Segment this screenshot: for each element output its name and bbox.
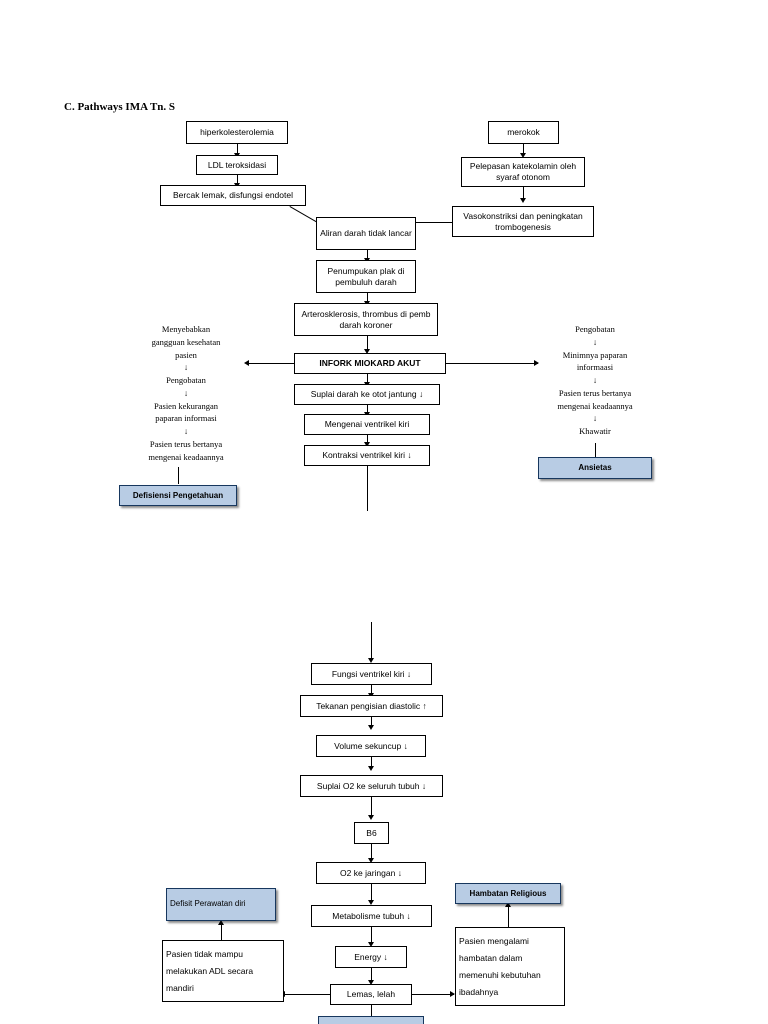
node-vasokonstriksi: Vasokonstriksi dan peningkatan trombogen… xyxy=(452,206,594,237)
node-aterosklerosis: Arterosklerosis, thrombus di pemb darah … xyxy=(294,303,438,336)
connector-infark-left xyxy=(248,363,294,364)
connector-suplai-mengenai xyxy=(367,405,368,414)
connector-kontraksi-pagebreak xyxy=(367,466,368,511)
node-b6: B6 xyxy=(354,822,389,844)
connector-merokok-pelepasan xyxy=(523,144,524,155)
connector-ldl-bercak xyxy=(237,175,238,185)
node-merokok: merokok xyxy=(488,121,559,144)
arrow-down-kontraksi xyxy=(363,442,370,447)
node-suplai-o2-tubuh: Suplai O2 ke seluruh tubuh ↓ xyxy=(300,775,443,797)
diagnosis-hambatan-religious: Hambatan Religious xyxy=(455,883,561,904)
connector-lemas-next xyxy=(371,1005,372,1016)
connector-b6-o2-jaringan xyxy=(371,844,372,860)
connector-energy-lemas xyxy=(371,968,372,982)
connector-pelepasan-vasokonstriksi xyxy=(523,187,524,200)
connector-lemas-left xyxy=(284,994,330,995)
arrow-right-chain xyxy=(534,359,539,366)
left-text-chain: Menyebabkan gangguan kesehatan pasien ↓ … xyxy=(148,324,224,462)
node-bercak-lemak: Bercak lemak, disfungsi endotel xyxy=(160,185,306,206)
connector-hiperkolesterolemia-ldl xyxy=(237,144,238,155)
arrow-down-metabolisme xyxy=(367,900,374,905)
diagnosis-next-partial xyxy=(318,1016,424,1024)
connector-leftchain-defisiensi xyxy=(178,467,179,484)
arrow-down-volume xyxy=(367,725,374,730)
connector-volume-suplai-o2 xyxy=(371,757,372,768)
arrow-down-b6 xyxy=(367,815,374,820)
connector-o2-metabolisme xyxy=(371,884,372,902)
arrow-up-hambatan xyxy=(504,902,511,907)
arrow-down-pelepasan xyxy=(519,153,526,158)
connector-metabolisme-energy xyxy=(371,927,372,944)
arrow-down-vasokonstriksi xyxy=(519,198,526,203)
connector-tekanan-volume xyxy=(371,717,372,727)
node-penumpukan-plak: Penumpukan plak di pembuluh darah xyxy=(316,260,416,293)
arrow-down-o2-jaringan xyxy=(367,858,374,863)
node-tekanan-pengisian: Tekanan pengisian diastolic ↑ xyxy=(300,695,443,717)
node-infark-miokard-akut: INFORK MIOKARD AKUT xyxy=(294,353,446,374)
node-volume-sekuncup: Volume sekuncup ↓ xyxy=(316,735,426,757)
connector-defisit-adl xyxy=(221,922,222,940)
diagnosis-defisit-perawatan-diri: Defisit Perawatan diri xyxy=(166,888,276,921)
node-aliran-darah: Aliran darah tidak lancar xyxy=(316,217,416,250)
connector-infark-suplai xyxy=(367,374,368,384)
connector-penumpukan-aterosklerosis xyxy=(367,293,368,303)
connector-aterosklerosis-infark xyxy=(367,336,368,352)
node-o2-ke-jaringan: O2 ke jaringan ↓ xyxy=(316,862,426,884)
arrow-down-fungsi xyxy=(367,658,374,663)
connector-suplai-o2-b6 xyxy=(371,797,372,817)
arrow-down-suplai-o2 xyxy=(367,766,374,771)
right-text-chain: Pengobatan ↓ Minimnya paparan informaasi… xyxy=(557,324,633,436)
node-mengenai-ventrikel-kiri: Mengenai ventrikel kiri xyxy=(304,414,430,435)
connector-aliran-penumpukan xyxy=(367,250,368,260)
node-suplai-darah-jantung: Suplai darah ke otot jantung ↓ xyxy=(294,384,440,405)
arrow-down-energy xyxy=(367,942,374,947)
node-hiperkolesterolemia: hiperkolesterolemia xyxy=(186,121,288,144)
diagnosis-ansietas: Ansietas xyxy=(538,457,652,479)
node-pasien-hambatan-ibadah: Pasien mengalami hambatan dalam memenuhi… xyxy=(455,927,565,1006)
node-ldl-teroksidasi: LDL teroksidasi xyxy=(196,155,278,175)
arrow-up-defisit xyxy=(217,920,224,925)
page-title: C. Pathways IMA Tn. S xyxy=(64,101,176,113)
connector-rightchain-ansietas xyxy=(595,443,596,457)
connector-pagebreak-fungsi xyxy=(371,622,372,660)
connector-vasokonstriksi-aliran xyxy=(415,222,453,223)
node-pasien-tidak-mampu-adl: Pasien tidak mampu melakukan ADL secara … xyxy=(162,940,284,1002)
connector-infark-right xyxy=(446,363,538,364)
diagnosis-defisiensi-pengetahuan: Defisiensi Pengetahuan xyxy=(119,485,237,506)
arrow-down-infark xyxy=(363,349,370,354)
node-energy: Energy ↓ xyxy=(335,946,407,968)
arrow-right-ibadah xyxy=(450,990,455,997)
node-pelepasan-katekolamin: Pelepasan katekolamin oleh syaraf otonom xyxy=(461,157,585,187)
node-metabolisme-tubuh: Metabolisme tubuh ↓ xyxy=(311,905,432,927)
node-kontraksi-ventrikel-kiri: Kontraksi ventrikel kiri ↓ xyxy=(304,445,430,466)
connector-lemas-right xyxy=(412,994,454,995)
node-lemas-lelah: Lemas, lelah xyxy=(330,984,412,1005)
connector-mengenai-kontraksi xyxy=(367,435,368,444)
connector-fungsi-tekanan xyxy=(371,685,372,695)
node-fungsi-ventrikel-kiri: Fungsi ventrikel kiri ↓ xyxy=(311,663,432,685)
arrow-left-chain xyxy=(244,359,249,366)
arrow-down-lemas xyxy=(367,980,374,985)
connector-hambatan-ibadah xyxy=(508,904,509,927)
